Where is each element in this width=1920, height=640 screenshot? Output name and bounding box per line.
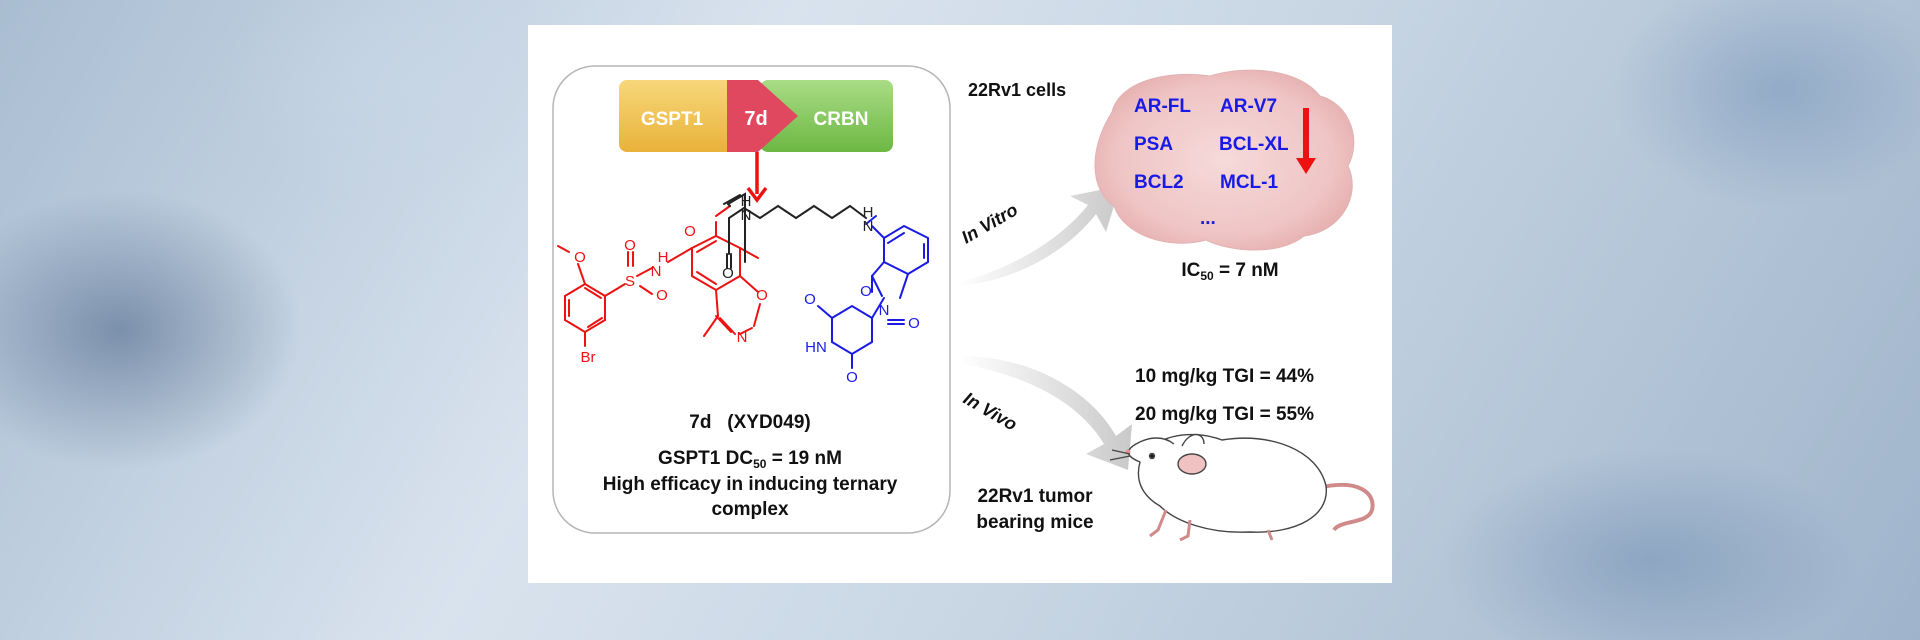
svg-text:H: H <box>863 204 874 221</box>
marker-ar-v7: AR-V7 <box>1220 96 1277 117</box>
svg-text:HN: HN <box>805 339 827 356</box>
svg-text:H: H <box>741 193 752 210</box>
atom-labels: O Br S O O H N O O N O H N H N O N O O H… <box>574 193 920 386</box>
svg-text:Br: Br <box>581 349 596 366</box>
ternary-complex-bar: GSPT1 7d CRBN <box>619 80 893 152</box>
tgi-10mg: 10 mg/kg TGI = 44% <box>1135 366 1314 387</box>
model-line-2: bearing mice <box>976 512 1093 533</box>
decrease-arrow-icon <box>1296 108 1316 174</box>
svg-text:N: N <box>879 302 890 319</box>
marker-bcl-xl: BCL-XL <box>1219 134 1289 155</box>
marker-mcl-1: MCL-1 <box>1220 172 1278 193</box>
chemical-structure <box>557 192 929 369</box>
svg-text:O: O <box>574 249 586 266</box>
marker-more: ... <box>1200 208 1216 229</box>
svg-text:O: O <box>846 369 858 386</box>
svg-text:O: O <box>908 315 920 332</box>
tgi-20mg: 20 mg/kg TGI = 55% <box>1135 404 1314 425</box>
efficacy-line-1: High efficacy in inducing ternary <box>603 474 898 495</box>
cell-line-label: 22Rv1 cells <box>968 80 1066 100</box>
efficacy-line-2: complex <box>711 499 789 520</box>
compound-7d-label: 7d <box>744 108 767 130</box>
in-vitro-label: In Vitro <box>958 199 1021 247</box>
svg-text:O: O <box>684 223 696 240</box>
compound-name: 7d (XYD049) <box>689 412 810 433</box>
crbn-label: CRBN <box>814 109 869 130</box>
svg-text:O: O <box>756 287 768 304</box>
gspt1-label: GSPT1 <box>641 109 704 130</box>
svg-text:O: O <box>804 291 816 308</box>
ic50-value: IC50 = 7 nM <box>1181 260 1278 283</box>
marker-bcl2: BCL2 <box>1134 172 1184 193</box>
down-arrow-icon <box>746 152 768 203</box>
dc50-value: GSPT1 DC50 = 19 nM <box>658 448 842 471</box>
svg-text:N: N <box>651 263 662 280</box>
compound-panel <box>552 65 951 534</box>
svg-text:O: O <box>656 287 668 304</box>
svg-text:N: N <box>863 218 874 235</box>
svg-text:N: N <box>741 207 752 224</box>
svg-text:O: O <box>624 237 636 254</box>
marker-psa: PSA <box>1134 134 1173 155</box>
in-vivo-label: In Vivo <box>960 388 1021 434</box>
marker-list: AR-FL AR-V7 PSA BCL-XL BCL2 MCL-1 ... <box>1134 96 1289 229</box>
svg-text:S: S <box>625 273 635 290</box>
model-line-1: 22Rv1 tumor <box>977 486 1093 507</box>
svg-text:H: H <box>658 249 669 266</box>
mouse-icon <box>1109 433 1375 542</box>
svg-text:O: O <box>860 283 872 300</box>
svg-text:N: N <box>737 329 748 346</box>
svg-text:O: O <box>722 265 734 282</box>
cancer-cell <box>1094 69 1355 251</box>
marker-ar-fl: AR-FL <box>1134 96 1191 117</box>
